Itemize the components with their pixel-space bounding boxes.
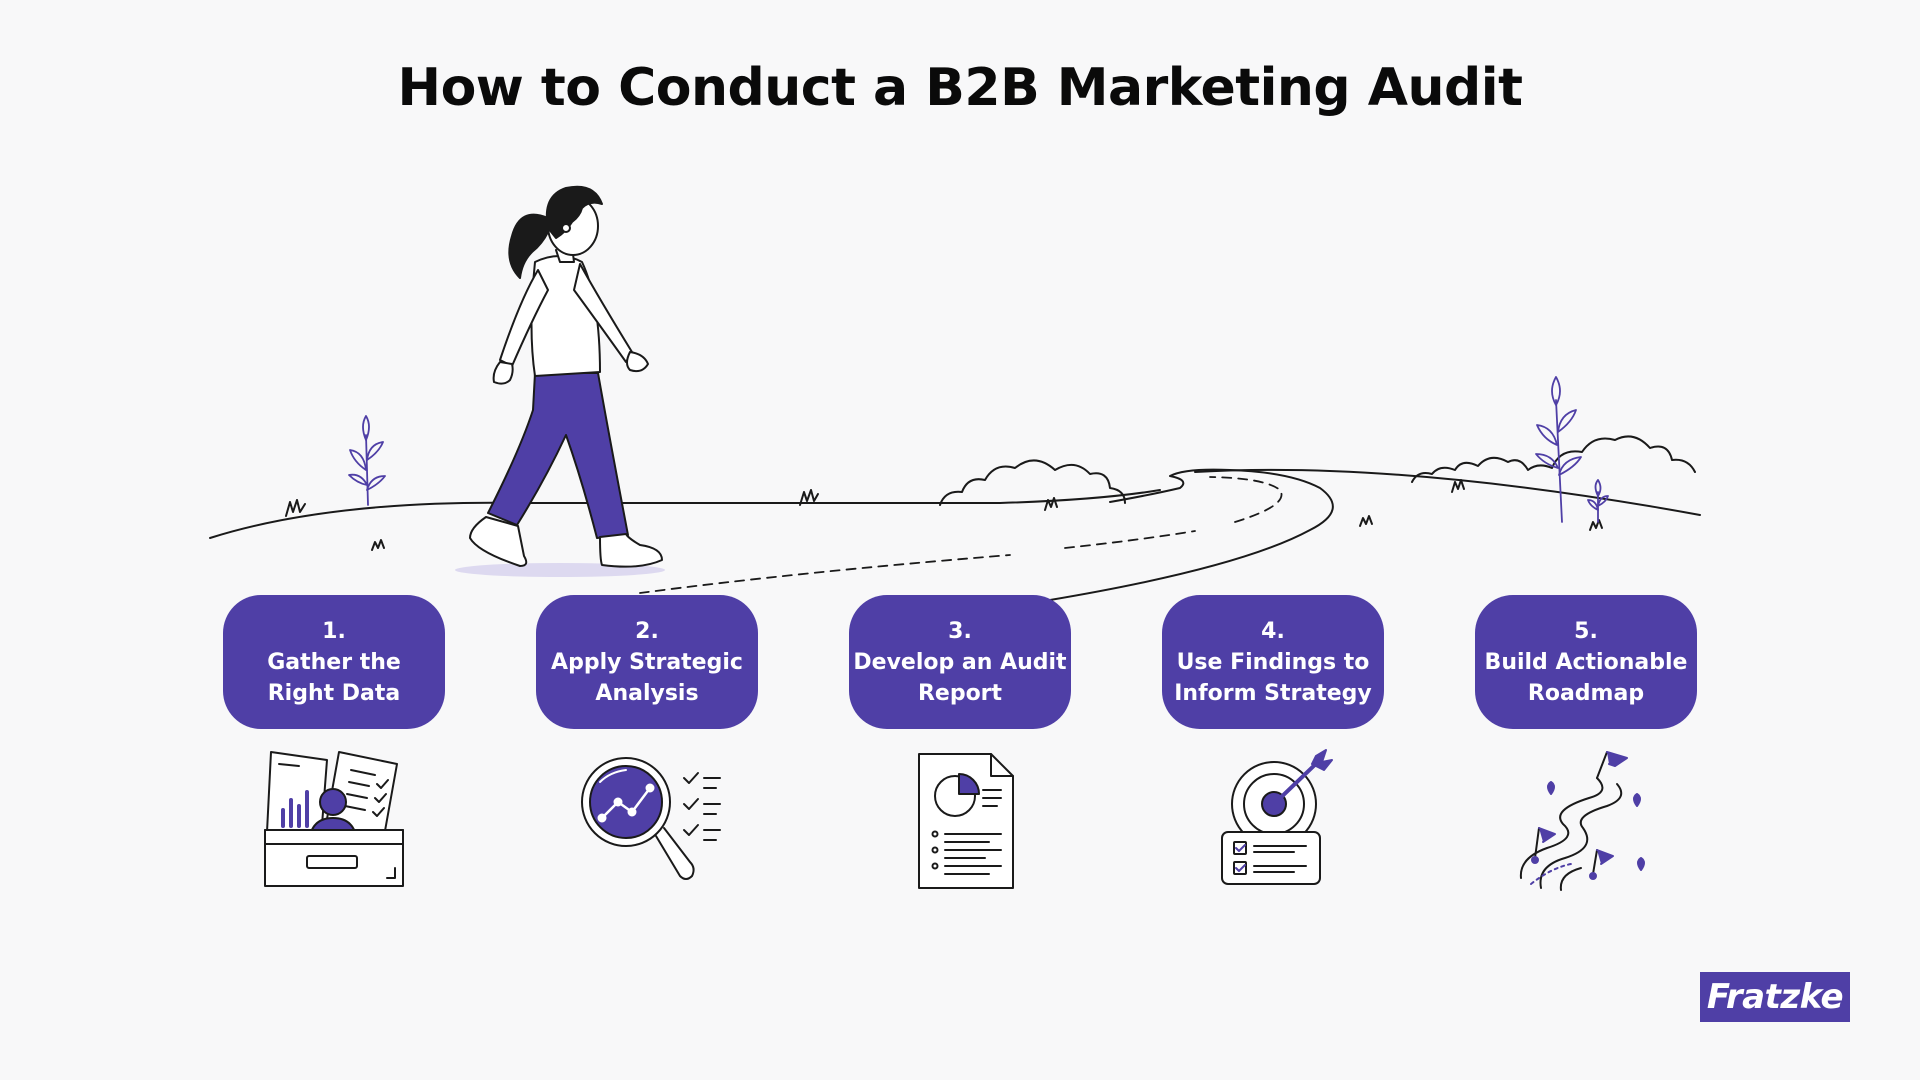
jacket bbox=[530, 255, 601, 377]
dashed-path-3 bbox=[1209, 476, 1283, 523]
hand-back bbox=[492, 361, 514, 385]
step-number: 1. bbox=[322, 618, 346, 644]
step-card-4: 4. Use Findings to Inform Strategy bbox=[1162, 595, 1384, 729]
ear bbox=[561, 223, 571, 233]
hand-front bbox=[626, 351, 649, 373]
shoe-front bbox=[599, 533, 663, 568]
step-label-line1: Use Findings to bbox=[1176, 649, 1370, 675]
sprout-left bbox=[348, 415, 386, 506]
step-card-2: 2. Apply Strategic Analysis bbox=[536, 595, 758, 729]
step-label-line2: Report bbox=[917, 680, 1003, 706]
grass-tuft bbox=[1044, 497, 1058, 511]
step-label-line1: Develop an Audit bbox=[853, 649, 1067, 675]
trousers bbox=[487, 372, 629, 539]
right-hill-line bbox=[1194, 468, 1701, 516]
magnifier-analysis-icon bbox=[581, 757, 721, 880]
page-title: How to Conduct a B2B Marketing Audit bbox=[397, 58, 1523, 118]
data-tray-icon bbox=[264, 751, 404, 887]
step-card-5: 5. Build Actionable Roadmap bbox=[1475, 595, 1697, 729]
walking-woman-figure bbox=[455, 185, 665, 577]
grass-tuft bbox=[371, 539, 385, 551]
shoe-back bbox=[469, 516, 528, 567]
grass-tuft bbox=[1451, 479, 1465, 493]
step-number: 3. bbox=[948, 618, 972, 644]
step-number: 5. bbox=[1574, 618, 1598, 644]
grass-tuft bbox=[799, 489, 819, 506]
ponytail bbox=[508, 213, 549, 279]
step-label-line2: Analysis bbox=[595, 680, 699, 706]
grass-tuft bbox=[285, 499, 306, 517]
target-arrow-icon bbox=[1221, 749, 1333, 885]
ground-line bbox=[209, 489, 1161, 539]
bush-center bbox=[939, 459, 1126, 506]
report-document-icon bbox=[918, 753, 1014, 889]
step-card-3: 3. Develop an Audit Report bbox=[849, 595, 1071, 729]
step-label-line2: Right Data bbox=[267, 680, 401, 706]
step-label-line1: Gather the bbox=[267, 649, 401, 675]
grass-tuft bbox=[1589, 519, 1603, 531]
step-number: 2. bbox=[635, 618, 659, 644]
sprout-right bbox=[1535, 376, 1609, 523]
step-label-line1: Apply Strategic bbox=[551, 649, 743, 675]
step-card-1: 1. Gather the Right Data bbox=[223, 595, 445, 729]
grass-tuft bbox=[1359, 515, 1373, 527]
roadmap-flags-icon bbox=[1519, 751, 1645, 891]
step-number: 4. bbox=[1261, 618, 1285, 644]
step-label-line1: Build Actionable bbox=[1484, 649, 1688, 675]
road-edge bbox=[1049, 468, 1334, 601]
dashed-path-2 bbox=[1064, 530, 1196, 549]
dashed-path bbox=[639, 554, 1011, 594]
bush-right bbox=[1411, 435, 1696, 483]
step-label-line2: Inform Strategy bbox=[1174, 680, 1372, 706]
step-label-line2: Roadmap bbox=[1527, 680, 1645, 706]
fratzke-logo: Fratzke bbox=[1700, 972, 1850, 1022]
